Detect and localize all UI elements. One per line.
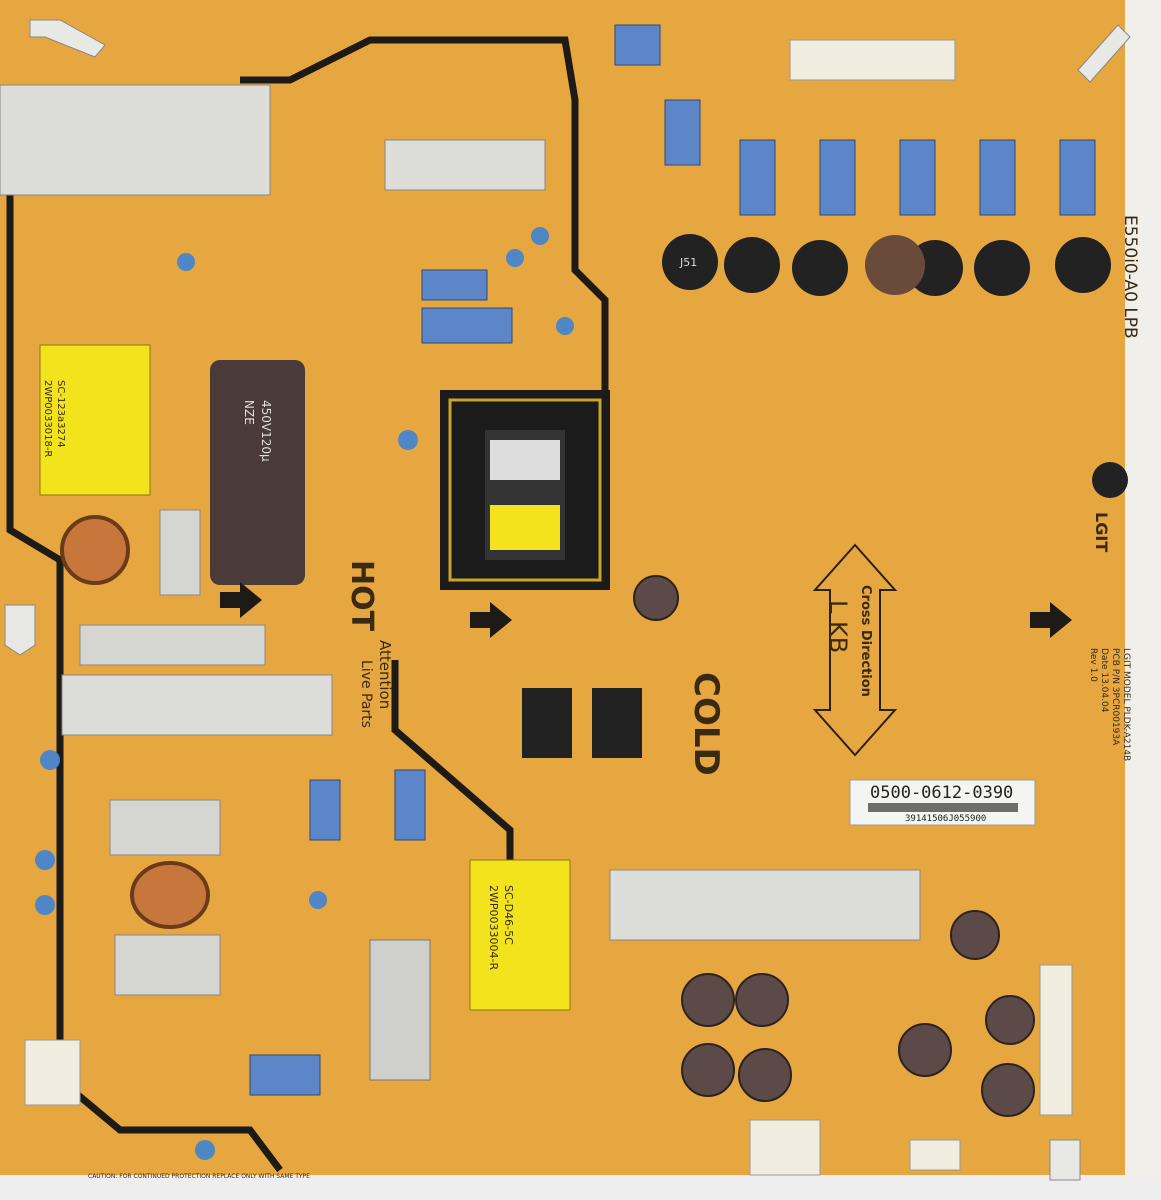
transformer-label: SC-123a3274 [55, 380, 66, 448]
direction-letters: L KB [824, 600, 852, 653]
toroid-inductor [60, 515, 130, 585]
model-line: PCB P/N 3PCR00193A [1110, 648, 1120, 746]
barcode [868, 803, 1018, 812]
capacitor-rating: 450V120µ [259, 400, 273, 462]
electrolytic-capacitor [865, 235, 925, 295]
board-bottom-edge [0, 1175, 1161, 1200]
sticker-part-number: 0500-0612-0390 [870, 783, 1013, 803]
brand-label: LGIT [1092, 512, 1111, 552]
mosfet [522, 688, 572, 758]
transformer-label: 2WP0033018-R [42, 380, 53, 457]
line-filter-inductor [130, 861, 210, 929]
top-connector [789, 39, 956, 81]
standby-transformer [39, 344, 151, 496]
cross-direction-arrow [812, 543, 898, 757]
heatsinks [0, 84, 921, 1081]
bulk-capacitor [210, 360, 305, 585]
hot-label: HOT [344, 560, 379, 632]
sticker-serial: 39141506J055900 [905, 814, 986, 824]
ceramic-capacitors [35, 227, 574, 1160]
model-line: Rev 1.0 [1088, 648, 1098, 682]
aux-transformer-label: 2WP0033004-R [487, 885, 500, 970]
board-id: E550i0-A0 LPB [1120, 215, 1140, 339]
cold-label: COLD [686, 672, 726, 776]
blue-box-capacitors [249, 24, 1096, 1096]
serial-sticker [849, 779, 1036, 826]
resistor-block [749, 1119, 821, 1176]
attention-label: Attention [376, 640, 394, 709]
mosfet [592, 688, 642, 758]
aux-transformer-label: SC-D46-5C [502, 885, 515, 945]
direction-arrows [220, 582, 1072, 638]
aux-transformer [469, 859, 571, 1011]
ac-input-connector [24, 1039, 81, 1106]
caution-text: CAUTION: FOR CONTINUED PROTECTION REPLAC… [88, 1173, 310, 1180]
cross-direction-label: Cross Direction [858, 585, 873, 697]
small-connector [909, 1139, 961, 1171]
mounting-brackets [4, 19, 1131, 1181]
inductor-label: J51 [679, 256, 697, 269]
live-parts-label: Live Parts [358, 660, 374, 728]
model-line: Date 13.04.04 [1099, 648, 1109, 713]
model-line: LGIT MODEL PLDK-A214B [1121, 648, 1131, 761]
inductors [662, 234, 1128, 498]
capacitor-brand: NZE [242, 400, 256, 425]
board-edge [1125, 0, 1161, 1200]
output-capacitors [633, 575, 1035, 1117]
side-connector [1039, 964, 1073, 1116]
film-capacitors [79, 509, 266, 996]
